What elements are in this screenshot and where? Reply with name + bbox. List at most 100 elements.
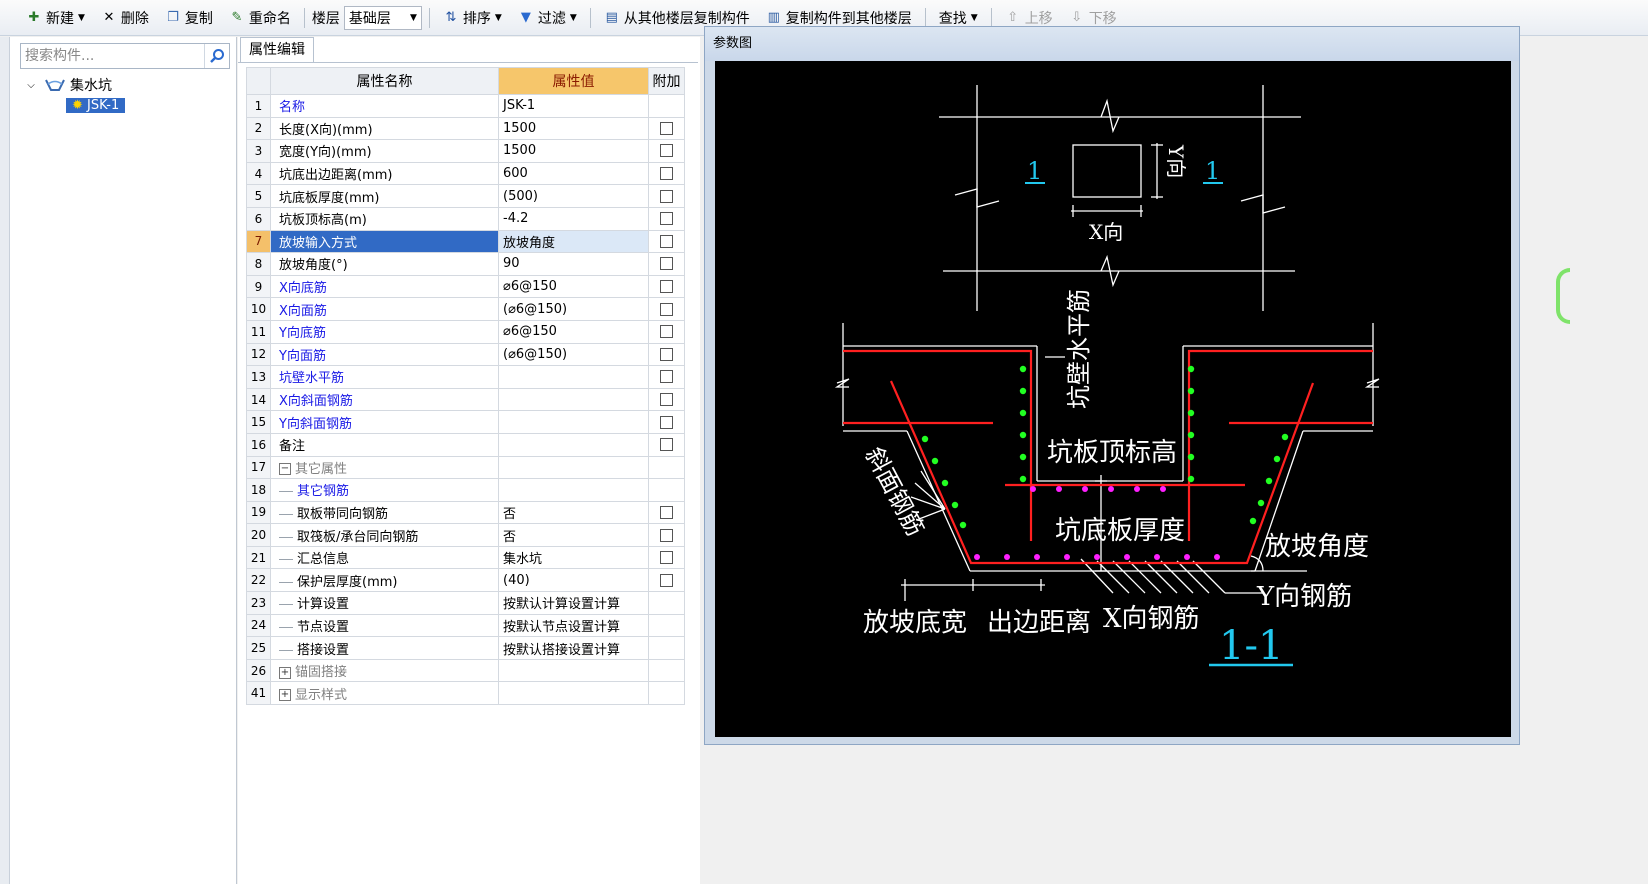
search-input[interactable] bbox=[21, 47, 204, 65]
header-value[interactable]: 属性值 bbox=[498, 67, 649, 95]
sort-button[interactable]: ⇅排序▼ bbox=[437, 5, 508, 31]
property-name-cell[interactable]: 坑底板厚度(mm) bbox=[270, 184, 499, 208]
extra-checkbox[interactable] bbox=[660, 144, 673, 158]
expand-icon[interactable]: + bbox=[279, 666, 291, 679]
property-value-cell[interactable] bbox=[498, 410, 649, 434]
property-value-cell[interactable] bbox=[498, 681, 649, 706]
extra-checkbox[interactable] bbox=[660, 302, 673, 316]
property-value-cell[interactable]: 按默认计算设置计算 bbox=[498, 591, 649, 615]
extra-checkbox[interactable] bbox=[660, 573, 673, 587]
new-button[interactable]: ✚新建▼ bbox=[20, 5, 91, 31]
delete-button[interactable]: ✕删除 bbox=[95, 5, 155, 31]
extra-checkbox[interactable] bbox=[660, 551, 673, 565]
property-name-cell[interactable]: 其它钢筋 bbox=[270, 478, 499, 502]
extra-checkbox[interactable] bbox=[660, 370, 673, 384]
expand-icon[interactable]: + bbox=[279, 689, 291, 702]
property-name-cell[interactable]: X向面筋 bbox=[270, 297, 499, 321]
property-name-cell[interactable]: 计算设置 bbox=[270, 591, 499, 615]
property-value-cell[interactable] bbox=[498, 478, 649, 502]
property-value-cell[interactable]: 集水坑 bbox=[498, 545, 649, 570]
property-value-cell[interactable] bbox=[498, 455, 649, 480]
tab-property-edit[interactable]: 属性编辑 bbox=[240, 37, 314, 63]
extra-checkbox[interactable] bbox=[660, 325, 673, 339]
property-value-cell[interactable]: JSK-1 bbox=[498, 94, 649, 118]
property-value-cell[interactable]: (500) bbox=[498, 184, 649, 208]
extra-checkbox[interactable] bbox=[660, 347, 673, 361]
floating-ball-icon[interactable] bbox=[1556, 268, 1570, 324]
tree-node-selected[interactable]: ✹ JSK-1 bbox=[66, 97, 126, 113]
property-name-cell[interactable]: 搭接设置 bbox=[270, 636, 499, 660]
property-value-cell[interactable]: 600 bbox=[498, 161, 649, 186]
property-value-cell[interactable]: 放坡角度 bbox=[498, 229, 649, 254]
property-name-cell[interactable]: 备注 bbox=[270, 432, 499, 457]
find-button[interactable]: 查找▼ bbox=[933, 5, 984, 31]
param-window-title[interactable]: 参数图 bbox=[705, 27, 1519, 61]
property-row[interactable]: 17−其它属性 bbox=[246, 455, 685, 480]
extra-checkbox[interactable] bbox=[660, 393, 673, 407]
property-name-cell[interactable]: 取筏板/承台同向钢筋 bbox=[270, 523, 499, 547]
copy-to-floor-button[interactable]: ▥复制构件到其他楼层 bbox=[760, 5, 918, 31]
property-name-cell[interactable]: +显示样式 bbox=[270, 681, 499, 706]
property-value-cell[interactable] bbox=[498, 658, 649, 683]
property-name-cell[interactable]: 取板带同向钢筋 bbox=[270, 500, 499, 525]
property-value-cell[interactable]: (40) bbox=[498, 568, 649, 593]
property-value-cell[interactable]: 1500 bbox=[498, 139, 649, 163]
property-name-cell[interactable]: Y向斜面钢筋 bbox=[270, 410, 499, 434]
property-name-cell[interactable]: 名称 bbox=[270, 94, 499, 118]
property-name-cell[interactable]: 保护层厚度(mm) bbox=[270, 568, 499, 593]
floor-select[interactable]: 基础层▼ bbox=[343, 5, 422, 30]
property-value-cell[interactable]: 否 bbox=[498, 500, 649, 525]
collapse-icon[interactable]: − bbox=[279, 463, 291, 476]
property-name-cell[interactable]: 宽度(Y向)(mm) bbox=[270, 139, 499, 163]
copy-from-floor-button[interactable]: ▤从其他楼层复制构件 bbox=[598, 5, 756, 31]
property-value-cell[interactable]: ⌀6@150 bbox=[498, 319, 649, 344]
move-up-button[interactable]: ⇧上移 bbox=[999, 5, 1059, 31]
tree-node-child[interactable]: ✹ JSK-1 bbox=[24, 95, 229, 115]
property-name-cell[interactable]: Y向底筋 bbox=[270, 319, 499, 344]
copy-button[interactable]: ❐复制 bbox=[159, 5, 219, 31]
rename-button[interactable]: ✎重命名 bbox=[223, 5, 297, 31]
panel-splitter[interactable] bbox=[0, 37, 10, 884]
property-name-cell[interactable]: 节点设置 bbox=[270, 613, 499, 638]
property-name-cell[interactable]: 放坡输入方式 bbox=[270, 229, 499, 254]
property-value-cell[interactable]: 1500 bbox=[498, 116, 649, 141]
extra-checkbox[interactable] bbox=[660, 234, 673, 248]
header-extra[interactable]: 附加 bbox=[648, 67, 685, 95]
collapse-icon[interactable]: ⌵ bbox=[27, 79, 35, 91]
property-value-cell[interactable]: 90 bbox=[498, 252, 649, 276]
property-value-cell[interactable]: 否 bbox=[498, 523, 649, 547]
property-name-cell[interactable]: X向底筋 bbox=[270, 274, 499, 299]
property-name-cell[interactable]: 坑底出边距离(mm) bbox=[270, 161, 499, 186]
filter-button[interactable]: ▼过滤▼ bbox=[512, 5, 583, 31]
property-value-cell[interactable]: ⌀6@150 bbox=[498, 274, 649, 299]
property-value-cell[interactable] bbox=[498, 432, 649, 457]
extra-checkbox[interactable] bbox=[660, 280, 673, 294]
property-name-cell[interactable]: −其它属性 bbox=[270, 455, 499, 480]
extra-checkbox[interactable] bbox=[660, 528, 673, 542]
extra-checkbox[interactable] bbox=[660, 438, 673, 452]
move-down-button[interactable]: ⇩下移 bbox=[1063, 5, 1123, 31]
extra-checkbox[interactable] bbox=[660, 189, 673, 203]
property-name-cell[interactable]: 长度(X向)(mm) bbox=[270, 116, 499, 141]
extra-checkbox[interactable] bbox=[660, 212, 673, 226]
extra-checkbox[interactable] bbox=[660, 505, 673, 519]
